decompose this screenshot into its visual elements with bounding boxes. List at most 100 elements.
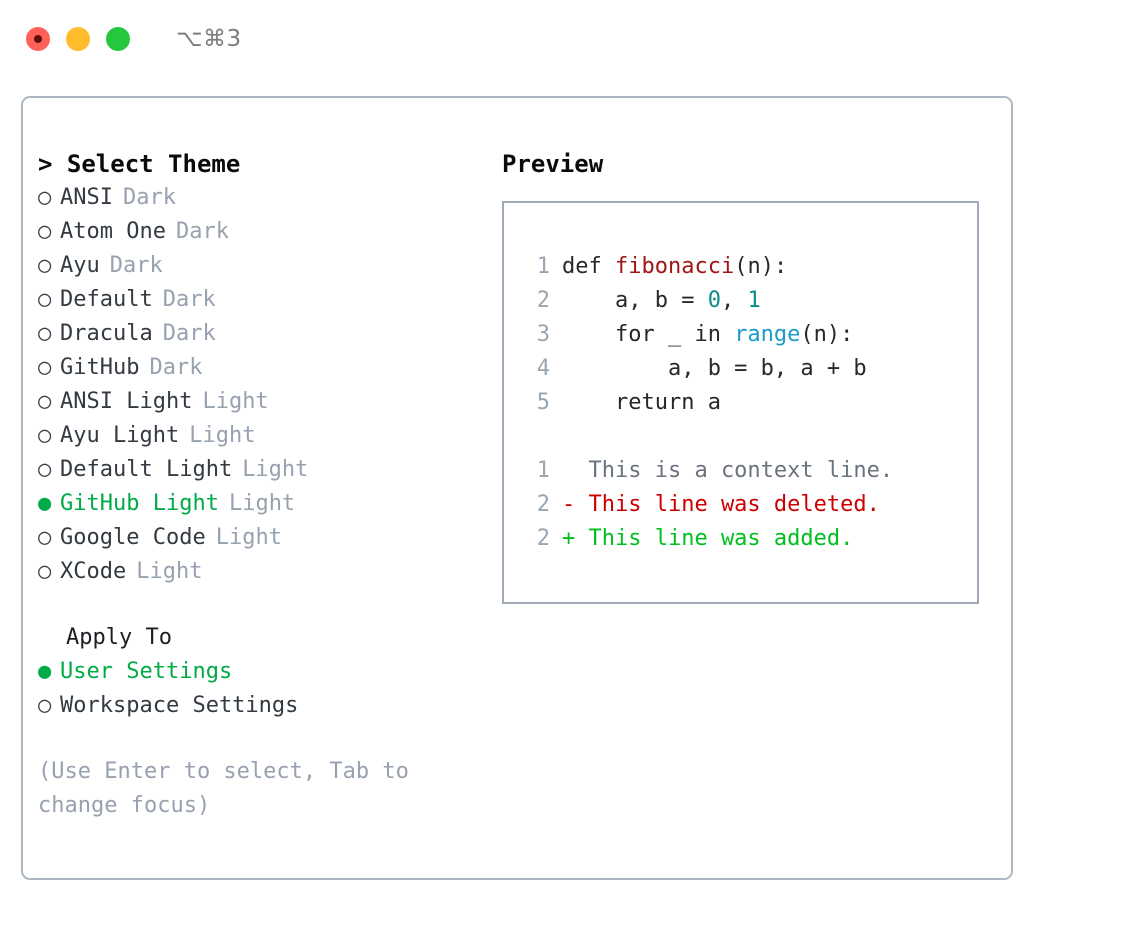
- code-token: (n):: [734, 254, 788, 279]
- theme-option-suffix: Light: [215, 525, 282, 550]
- code-token: a, b =: [562, 288, 708, 313]
- titlebar: ⌥⌘3: [0, 0, 1140, 78]
- close-button[interactable]: [26, 27, 50, 51]
- theme-option-label: Dracula: [60, 321, 153, 346]
- radio-icon: ○: [38, 253, 52, 278]
- radio-icon: ○: [38, 423, 52, 448]
- theme-option-default-light[interactable]: ○ Default Light Light: [38, 453, 508, 487]
- code-content: return a: [562, 390, 721, 415]
- code-token: def: [562, 254, 615, 279]
- theme-option-dracula-dark[interactable]: ○ Dracula Dark: [38, 317, 508, 351]
- theme-option-ansi-light[interactable]: ○ ANSI Light Light: [38, 385, 508, 419]
- line-number: 2: [536, 288, 550, 313]
- panel-columns: > Select Theme ○ ANSI Dark ○ Atom One Da…: [23, 98, 1011, 878]
- theme-option-label: GitHub Light: [60, 491, 219, 516]
- theme-option-suffix: Dark: [149, 355, 203, 380]
- theme-option-ansi-dark[interactable]: ○ ANSI Dark: [38, 181, 508, 215]
- theme-option-github-light[interactable]: ● GitHub Light Light: [38, 487, 508, 521]
- theme-option-suffix: Dark: [162, 321, 216, 346]
- line-number: 1: [536, 458, 550, 483]
- code-line: 2 a, b = 0, 1: [504, 284, 977, 318]
- theme-selector-column: > Select Theme ○ ANSI Dark ○ Atom One Da…: [38, 147, 508, 823]
- diff-line-added: 2 + This line was added.: [504, 522, 977, 556]
- code-content: a, b = b, a + b: [562, 356, 867, 381]
- line-number: 5: [536, 390, 550, 415]
- code-token: for _ in: [562, 322, 735, 347]
- code-line: 1 def fibonacci(n):: [504, 250, 977, 284]
- radio-icon: ○: [38, 693, 52, 718]
- diff-line-text: This is a context line.: [562, 458, 894, 483]
- diff-line-context: 1 This is a context line.: [504, 454, 977, 488]
- radio-selected-icon: ●: [38, 659, 52, 684]
- theme-option-github-dark[interactable]: ○ GitHub Dark: [38, 351, 508, 385]
- code-token: (n):: [800, 322, 854, 347]
- code-token-number: 0: [707, 288, 721, 313]
- radio-icon: ○: [38, 321, 52, 346]
- maximize-button[interactable]: [106, 27, 130, 51]
- apply-to-option-user-settings[interactable]: ● User Settings: [38, 655, 508, 689]
- theme-option-label: XCode: [60, 559, 127, 584]
- apply-to-title: Apply To: [66, 625, 172, 650]
- apply-to-section: Apply To ● User Settings ○ Workspace Set…: [38, 621, 508, 723]
- theme-option-default-dark[interactable]: ○ Default Dark: [38, 283, 508, 317]
- apply-to-option-label: Workspace Settings: [60, 693, 299, 718]
- radio-selected-icon: ●: [38, 491, 52, 516]
- code-token-call: range: [734, 322, 801, 347]
- radio-icon: ○: [38, 355, 52, 380]
- preview-column: Preview 1 def fibonacci(n): 2 a, b = 0, …: [502, 147, 992, 604]
- theme-option-suffix: Light: [189, 423, 256, 448]
- theme-option-suffix: Dark: [175, 219, 229, 244]
- diff-line-deleted: 2 - This line was deleted.: [504, 488, 977, 522]
- code-content: a, b = 0, 1: [562, 284, 761, 318]
- preview-title: Preview: [502, 150, 604, 178]
- code-content: for _ in range(n):: [562, 318, 853, 352]
- code-content: def fibonacci(n):: [562, 250, 787, 284]
- theme-option-ayu-dark[interactable]: ○ Ayu Dark: [38, 249, 508, 283]
- line-number: 2: [536, 526, 550, 551]
- code-token-function: fibonacci: [614, 254, 735, 279]
- preview-box: 1 def fibonacci(n): 2 a, b = 0, 1 3 for …: [502, 201, 979, 604]
- main-panel: > Select Theme ○ ANSI Dark ○ Atom One Da…: [21, 96, 1013, 880]
- theme-option-label: Default Light: [60, 457, 233, 482]
- theme-option-xcode-light[interactable]: ○ XCode Light: [38, 555, 508, 589]
- code-diff-spacer: [504, 420, 977, 454]
- theme-option-suffix: Light: [228, 491, 296, 516]
- theme-option-label: GitHub: [60, 355, 140, 380]
- diff-line-text: + This line was added.: [562, 526, 854, 551]
- theme-option-ayu-light[interactable]: ○ Ayu Light Light: [38, 419, 508, 453]
- theme-option-label: Atom One: [60, 219, 166, 244]
- theme-option-label: Default: [60, 287, 153, 312]
- line-number: 2: [536, 492, 550, 517]
- theme-option-google-code-light[interactable]: ○ Google Code Light: [38, 521, 508, 555]
- theme-option-suffix: Dark: [109, 253, 163, 278]
- theme-option-suffix: Light: [136, 559, 203, 584]
- window-controls: [26, 27, 130, 51]
- apply-to-option-workspace-settings[interactable]: ○ Workspace Settings: [38, 689, 508, 723]
- code-token: ,: [720, 288, 748, 313]
- theme-option-suffix: Light: [242, 457, 309, 482]
- keyboard-hint-text: (Use Enter to select, Tab to change focu…: [38, 759, 423, 818]
- theme-option-label: Ayu Light: [60, 423, 180, 448]
- code-line: 3 for _ in range(n):: [504, 318, 977, 352]
- radio-icon: ○: [38, 559, 52, 584]
- radio-icon: ○: [38, 219, 52, 244]
- theme-list[interactable]: ○ ANSI Dark ○ Atom One Dark ○ Ayu Dark: [38, 181, 508, 589]
- line-number: 3: [536, 322, 550, 347]
- minimize-button[interactable]: [66, 27, 90, 51]
- theme-option-suffix: Dark: [162, 287, 216, 312]
- theme-option-atom-one-dark[interactable]: ○ Atom One Dark: [38, 215, 508, 249]
- code-token-number: 1: [747, 288, 761, 313]
- apply-to-option-label: User Settings: [60, 659, 233, 684]
- theme-option-label: Ayu: [60, 253, 100, 278]
- radio-icon: ○: [38, 457, 52, 482]
- code-line: 4 a, b = b, a + b: [504, 352, 977, 386]
- theme-option-label: Google Code: [60, 525, 206, 550]
- radio-icon: ○: [38, 185, 52, 210]
- theme-option-suffix: Light: [202, 389, 269, 414]
- line-number: 4: [536, 356, 550, 381]
- theme-option-label: ANSI Light: [60, 389, 193, 414]
- keyboard-shortcut-label: ⌥⌘3: [176, 26, 242, 52]
- diff-line-text: - This line was deleted.: [562, 492, 880, 517]
- theme-option-suffix: Dark: [122, 185, 176, 210]
